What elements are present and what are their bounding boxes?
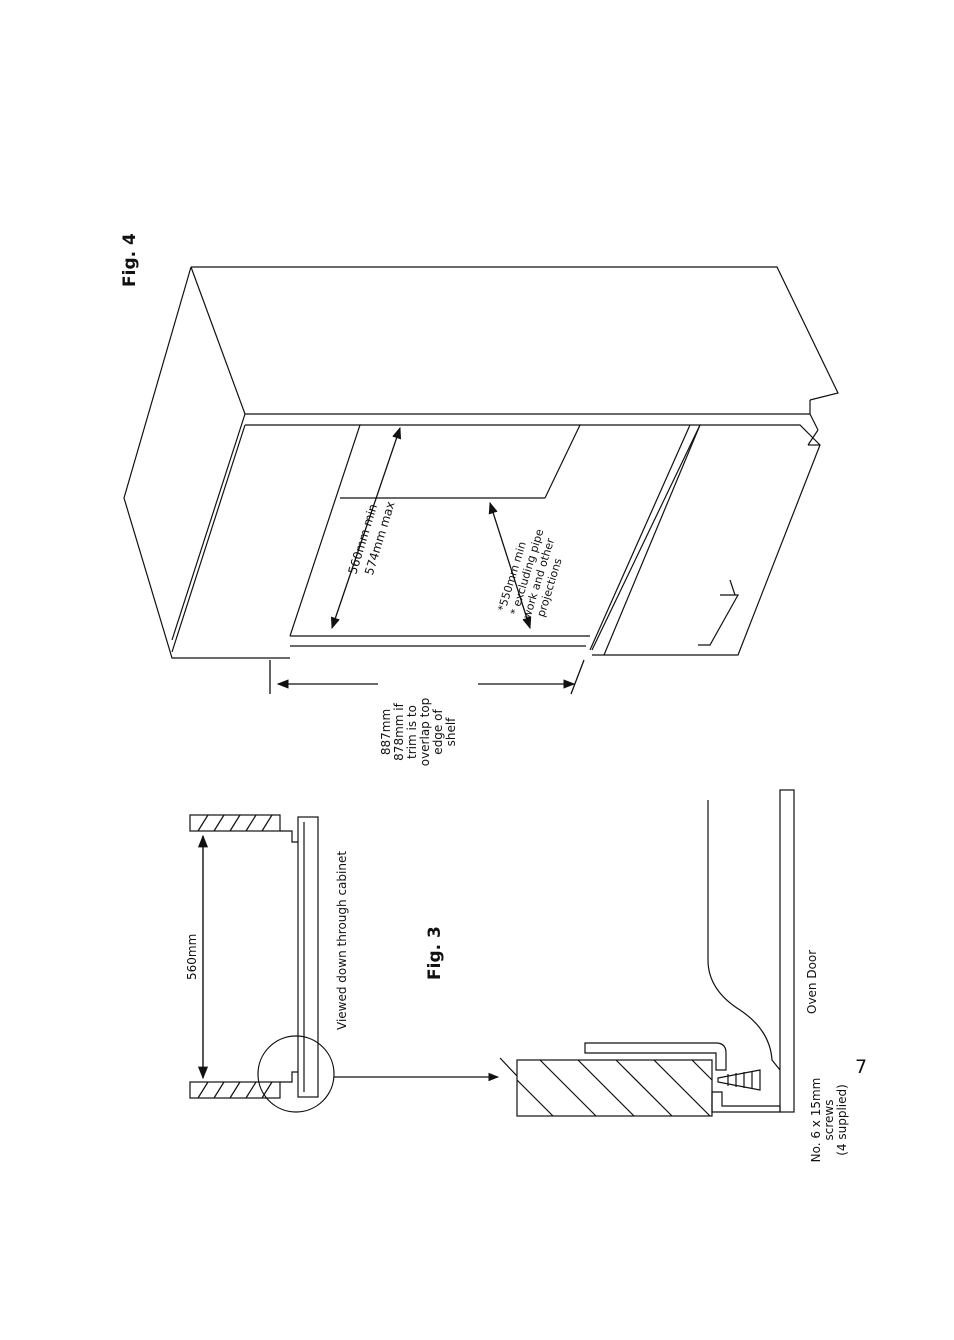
fig4-dimension-arrows [269,426,585,695]
screws-label: No. 6 x 15mm screws (4 supplied) [809,1078,849,1163]
fig4-height-label: 887mm 878mm if trim is to overlap top ed… [379,698,458,767]
fig4-cabinet-drawing [123,266,839,659]
fig3-view-caption: Viewed down through cabinet [335,851,349,1030]
screws-line-2: screws [822,1100,836,1141]
fig3-top-view [189,814,500,1113]
fig3-label: Fig. 3 [425,926,445,980]
fig4-height-line-2: 878mm if [392,702,406,760]
fig4-height-line-1: 887mm [379,709,393,755]
fig3-width-label: 560mm [185,934,199,980]
oven-door-label: Oven Door [805,950,819,1014]
fig4-label: Fig. 4 [120,233,140,287]
screws-line-3: (4 supplied) [835,1084,849,1156]
fig4-height-line-6: shelf [444,717,458,747]
fig4-depth-label: *550mm min * excluding pipe work and oth… [495,527,564,620]
fig3-detail-section [499,789,795,1117]
screws-line-1: No. 6 x 15mm [809,1078,823,1163]
page-number: 7 [855,1056,868,1078]
fig4-height-line-5: edge of [431,709,445,755]
fig4-width-label: 560mm min 574mm max [345,500,397,577]
fig4-height-line-4: overlap top [418,698,432,767]
fig4-height-line-3: trim is to [405,705,419,759]
